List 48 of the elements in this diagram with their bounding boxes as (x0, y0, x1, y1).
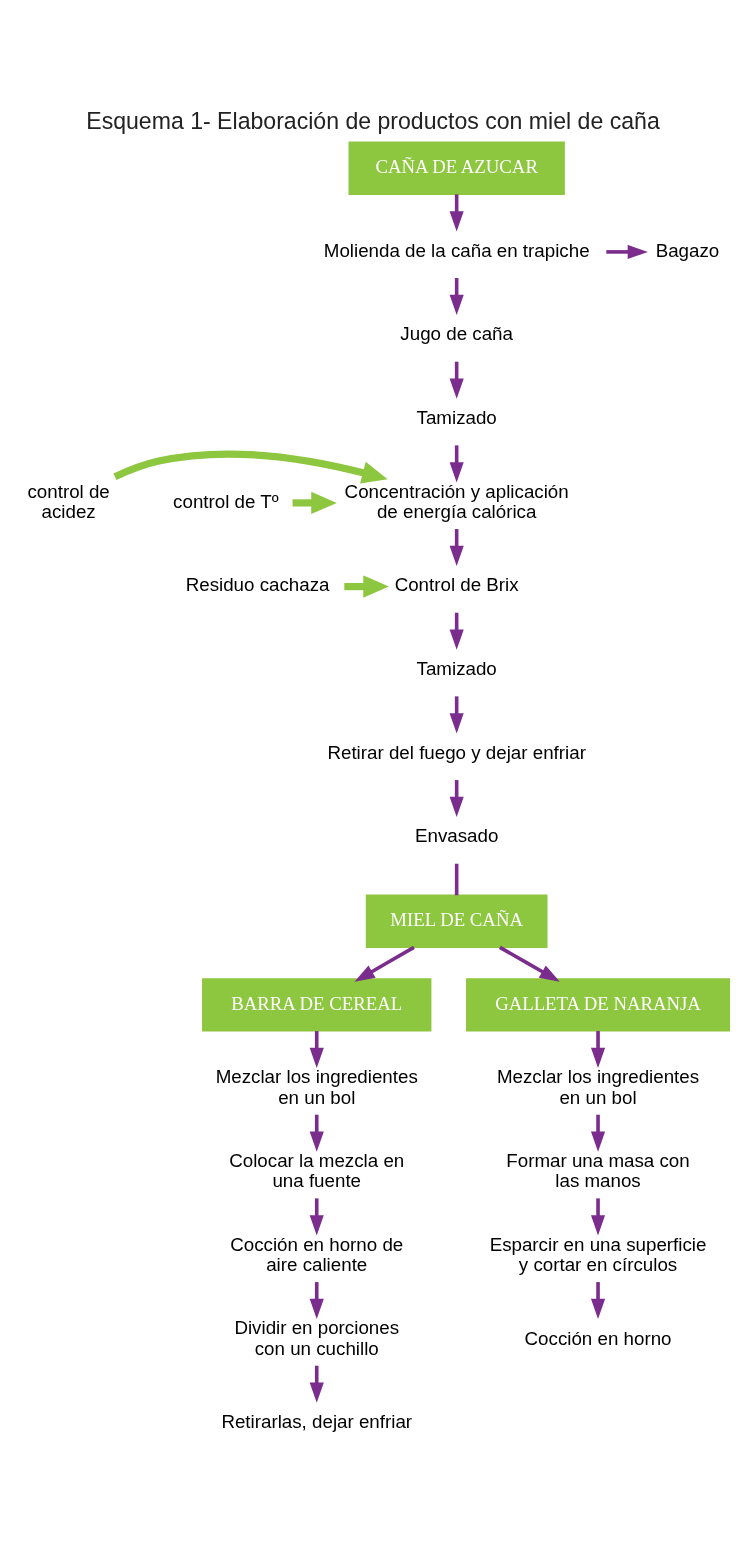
arrow (449, 444, 464, 482)
arrow (309, 1197, 324, 1235)
arrow (606, 244, 648, 259)
node-text: Envasado (414, 824, 499, 846)
node-box: MIEL DE CAÑA (365, 894, 548, 948)
node-box: CAÑA DE AZUCAR (348, 141, 565, 195)
arrow (449, 612, 464, 650)
arrow (309, 1114, 324, 1152)
arrow (113, 450, 388, 483)
arrow (449, 277, 464, 315)
diagram-title: Esquema 1- Elaboración de productos con miel de caña (86, 107, 660, 134)
arrow (309, 1365, 324, 1403)
node-text: Cocción en horno de aire caliente (230, 1233, 404, 1275)
node-text: Bagazo (655, 239, 720, 261)
arrow (449, 528, 464, 566)
node-text: Formar una masa con las manos (506, 1149, 690, 1191)
arrow (449, 361, 464, 399)
node-text: Retirar del fuego y dejar enfriar (327, 741, 586, 763)
node-box: BARRA DE CEREAL (202, 977, 432, 1032)
arrow (590, 1030, 606, 1068)
arrow (498, 945, 560, 982)
arrow (449, 695, 464, 733)
arrow (590, 1197, 606, 1235)
node-text: Tamizado (416, 406, 497, 428)
arrow (590, 1114, 606, 1152)
arrow (354, 945, 415, 982)
node-text: Esparcir en una superficie y cortar en círculos (489, 1233, 707, 1275)
node-text: Cocción en horno (524, 1327, 672, 1348)
node-text: Colocar la mezcla en una fuente (229, 1149, 405, 1191)
arrow (590, 1281, 606, 1319)
node-text: Tamizado (416, 657, 497, 679)
node-text: Concentración y aplicación de energía calórica (344, 480, 569, 522)
node-text: Mezclar los ingredientes en un bol (215, 1065, 418, 1108)
node-text: Molienda de la caña en trapiche (323, 239, 590, 261)
node-text: Residuo cachaza (185, 573, 330, 595)
node-text: control de acidez (27, 480, 110, 522)
arrow (309, 1281, 324, 1319)
node-text: Mezclar los ingredientes en un bol (496, 1065, 700, 1108)
connector (454, 863, 459, 895)
node-text: Control de Brix (394, 573, 519, 595)
arrow (449, 779, 464, 817)
arrow (449, 193, 464, 231)
node-text: Jugo de caña (400, 322, 513, 344)
arrow (309, 1030, 324, 1068)
node-text: Dividir en porciones con un cuchillo (234, 1316, 400, 1359)
node-text: control de Tº (173, 490, 279, 512)
node-box: GALLETA DE NARANJA (466, 977, 731, 1032)
node-text: Retirarlas, dejar enfriar (221, 1410, 413, 1432)
